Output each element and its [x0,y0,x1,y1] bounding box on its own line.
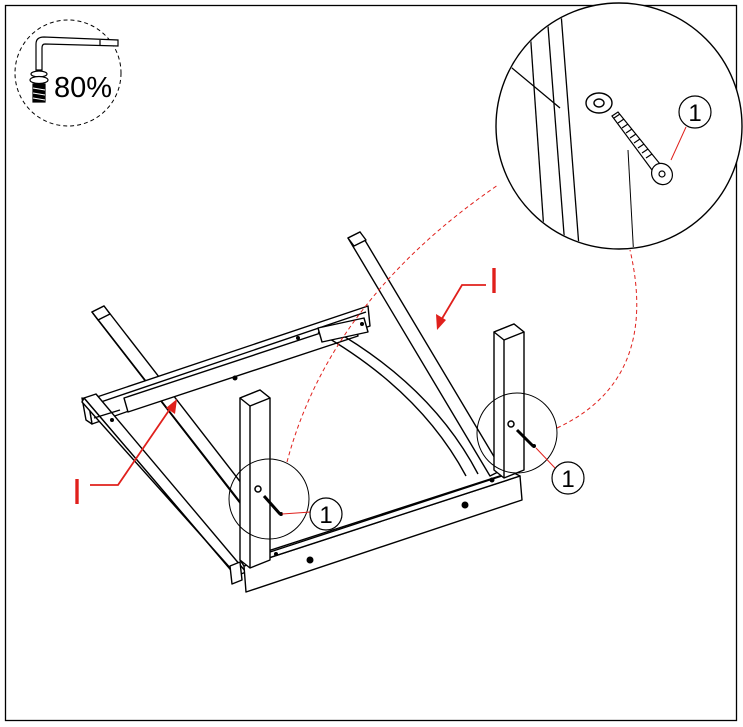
part-label-left: I [72,399,177,512]
corner-block [229,561,243,585]
detail-circle-right [476,392,558,474]
tool-torque-percent: 80% [54,72,112,104]
rail-front [239,471,523,593]
part-label-top: I [436,260,499,330]
washer-icon [585,92,613,114]
screw-number-magnified: 1 [688,100,701,127]
table-frame-drawing [81,231,525,593]
screw-number-right: 1 [561,466,574,493]
callout-screw-right: 1 [535,447,585,495]
part-letter-left: I [72,471,82,512]
frame-holes [110,322,495,564]
part-letter-top: I [489,260,499,301]
screw-icon [611,111,674,186]
magnified-detail [495,2,743,250]
screw-number-left: 1 [319,502,332,529]
center-brace [317,317,479,477]
callout-screw-magnified: 1 [670,95,712,161]
tool-badge: 80% [14,19,122,127]
detail-circle-left [228,458,310,540]
leg-front-left [239,389,271,569]
magnify-connectors [286,184,638,463]
callout-screw-left: 1 [281,497,343,531]
allen-key-icon [29,36,119,103]
leg-front-right [493,323,525,479]
rail-inner [123,321,359,413]
